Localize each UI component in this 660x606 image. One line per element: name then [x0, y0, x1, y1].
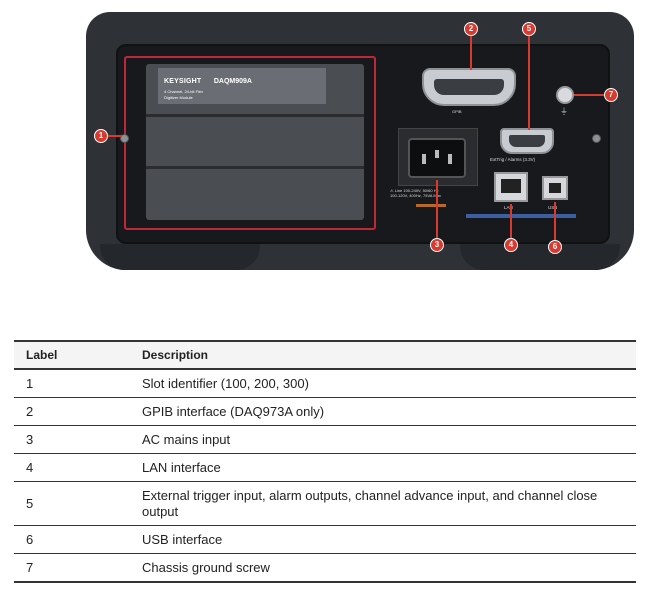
label-strip	[466, 214, 576, 218]
module-brand: KEYSIGHT	[164, 78, 202, 85]
chassis-foot-left	[100, 244, 260, 270]
callout-1: 1	[94, 129, 108, 143]
callout-3: 3	[430, 238, 444, 252]
ground-screw	[556, 86, 574, 104]
callout-7: 7	[604, 88, 618, 102]
header-description: Description	[142, 340, 636, 370]
callout-line-1	[104, 135, 122, 137]
ac-rating-label: ⚠ Line 100-240V, 50/60 Hz 100-120V, 400H…	[390, 188, 441, 198]
table-row: 5 External trigger input, alarm outputs,…	[14, 481, 636, 526]
ac-mains-socket	[408, 138, 466, 178]
row-label: 7	[14, 553, 142, 583]
table-row: 1 Slot identifier (100, 200, 300)	[14, 369, 636, 398]
row-label: 4	[14, 453, 142, 482]
ext-trig-label: ExtTrig / Alarms (3.3V)	[490, 157, 536, 162]
table-row: 7 Chassis ground screw	[14, 553, 636, 583]
chassis-foot-right	[460, 244, 620, 270]
row-description: Chassis ground screw	[142, 553, 636, 583]
module-label: KEYSIGHT DAQM909A 4 Channel, 24-bit Flex…	[158, 68, 326, 104]
gpib-connector	[422, 68, 516, 106]
panel-screw	[592, 134, 601, 143]
callout-line-4	[510, 204, 512, 238]
row-description: USB interface	[142, 525, 636, 554]
callout-line-6	[554, 202, 556, 242]
warning-icon: ⚠	[390, 188, 395, 193]
lan-port	[494, 172, 528, 202]
row-description: LAN interface	[142, 453, 636, 482]
ext-trig-connector	[500, 128, 554, 154]
module-desc-1: 4 Channel, 24-bit Flex	[164, 89, 204, 94]
row-label: 1	[14, 369, 142, 398]
label-description-table: Label Description 1 Slot identifier (100…	[14, 340, 636, 583]
callout-4: 4	[504, 238, 518, 252]
module-model: DAQM909A	[213, 78, 252, 85]
row-description: External trigger input, alarm outputs, c…	[142, 481, 636, 526]
slot-frame	[124, 56, 376, 230]
gpib-label: GPIB	[452, 109, 462, 114]
row-label: 2	[14, 397, 142, 426]
usb-port	[542, 176, 568, 200]
rear-panel-photo: KEYSIGHT DAQM909A 4 Channel, 24-bit Flex…	[86, 8, 634, 270]
module-desc-2: Digitizer Module	[164, 95, 193, 100]
row-label: 6	[14, 525, 142, 554]
ac-fuse-bar	[416, 204, 446, 207]
usb-label: USB	[548, 205, 558, 210]
row-label: 3	[14, 425, 142, 454]
table-header-row: Label Description	[14, 340, 636, 370]
lan-label: LAN	[504, 205, 513, 210]
ac-label-2: 100-120V, 400Hz, 75VA Max	[390, 193, 441, 198]
row-label: 5	[14, 481, 142, 526]
chassis-ground-icon: ⏚	[560, 107, 568, 116]
callout-5: 5	[522, 22, 536, 36]
row-description: Slot identifier (100, 200, 300)	[142, 369, 636, 398]
callout-6: 6	[548, 240, 562, 254]
table-row: 2 GPIB interface (DAQ973A only)	[14, 397, 636, 426]
callout-line-7	[574, 94, 606, 96]
header-label: Label	[14, 340, 142, 370]
row-description: AC mains input	[142, 425, 636, 454]
row-description: GPIB interface (DAQ973A only)	[142, 397, 636, 426]
callout-line-5	[528, 34, 530, 130]
table-row: 6 USB interface	[14, 525, 636, 554]
ac-label-1: Line 100-240V, 50/60 Hz	[394, 188, 439, 193]
callout-line-2	[470, 34, 472, 70]
callout-2: 2	[464, 22, 478, 36]
table-row: 4 LAN interface	[14, 453, 636, 482]
table-row: 3 AC mains input	[14, 425, 636, 454]
slot-screw	[120, 134, 129, 143]
callout-line-3	[436, 180, 438, 238]
